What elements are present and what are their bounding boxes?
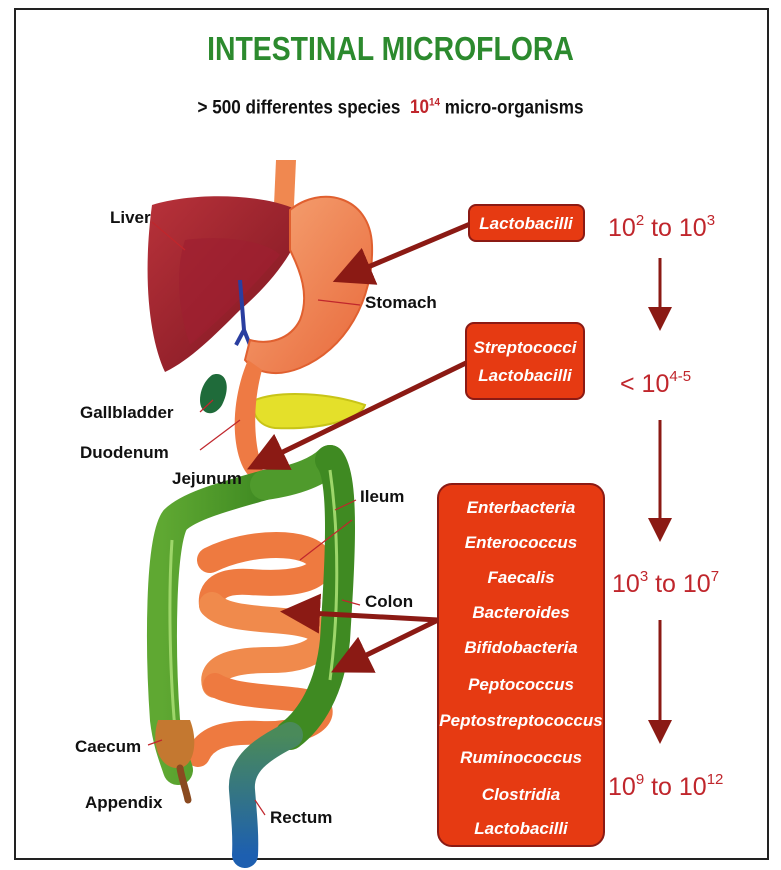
label-colon: Colon [365,592,413,611]
label-liver: Liver [110,208,151,227]
flora-colon-item-4: Bacteroides [472,603,569,622]
flora-stomach-item: Lactobacilli [479,214,574,233]
flora-box-jejunum [466,323,584,399]
label-duodenum: Duodenum [80,443,169,462]
flora-colon-item-5: Bifidobacteria [464,638,577,657]
liver-shade [179,238,280,345]
flora-colon-item-10: Lactobacilli [474,819,569,838]
concentration-jejunum: < 104-5 [620,368,691,398]
label-stomach: Stomach [365,293,437,312]
flora-colon-item-9: Clostridia [482,785,560,804]
label-caecum: Caecum [75,737,141,756]
pancreas [254,394,365,428]
label-gallbladder: Gallbladder [80,403,174,422]
label-jejunum: Jejunum [172,469,242,488]
flora-colon-item-3: Faecalis [487,568,554,587]
flora-colon-item-6: Peptococcus [468,675,574,694]
gallbladder [200,374,227,413]
label-rectum: Rectum [270,808,332,827]
flora-colon-item-1: Enterbacteria [467,498,576,517]
rectum [242,735,290,855]
flora-colon-item-8: Ruminococcus [460,748,582,767]
flora-colon-item-2: Enterococcus [465,533,577,552]
label-appendix: Appendix [85,793,163,812]
concentration-stomach: 102 to 103 [608,212,715,242]
flora-jejunum-item-2: Lactobacilli [478,366,573,385]
flora-jejunum-item-1: Streptococci [474,338,578,357]
concentration-ileum: 103 to 107 [612,568,719,598]
concentration-colon: 109 to 1012 [608,771,723,801]
flora-colon-item-7: Peptostreptococcus [439,711,602,730]
label-ileum: Ileum [360,487,404,506]
